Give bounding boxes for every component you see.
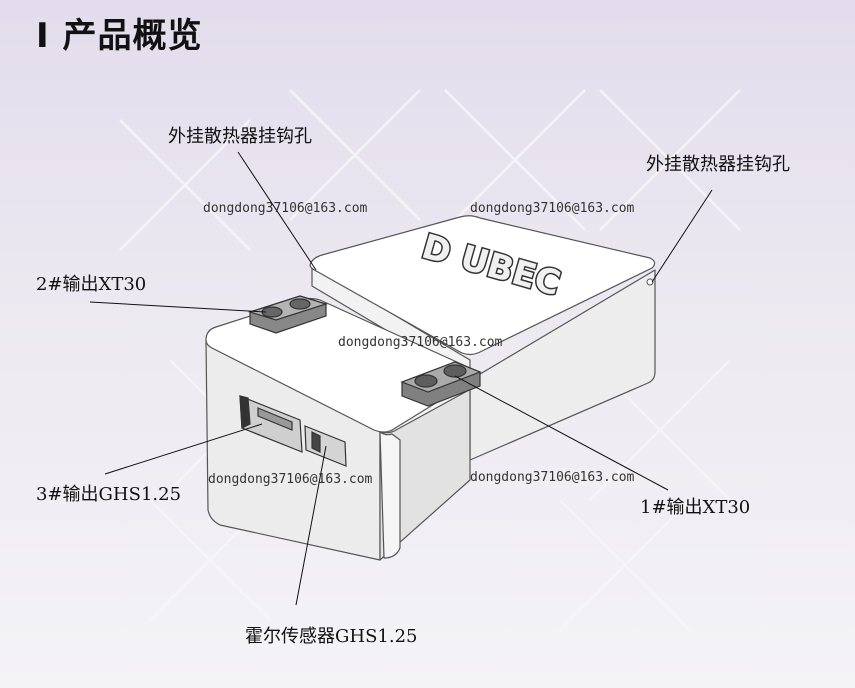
- label-hall-sensor: 霍尔传感器GHS1.25: [245, 626, 418, 647]
- label-output-3: 3#输出GHS1.25: [36, 484, 182, 505]
- hook-hole-right: [646, 278, 654, 286]
- label-output-2: 2#输出XT30: [36, 274, 147, 295]
- page-title: I 产品概览: [36, 16, 203, 56]
- label-output-1: 1#输出XT30: [640, 497, 751, 518]
- watermark-text: dongdong37106@163.com: [208, 472, 373, 487]
- watermark-text: dongdong37106@163.com: [338, 335, 503, 350]
- label-hook-hole-left: 外挂散热器挂钩孔: [168, 126, 312, 147]
- watermark-text: dongdong37106@163.com: [203, 201, 368, 216]
- watermark-text: dongdong37106@163.com: [470, 470, 635, 485]
- leader-lines: [89, 151, 713, 606]
- ghs-port-3: [239, 395, 303, 453]
- xt30-connector-2: [247, 295, 329, 334]
- xt30-connector-1: [400, 361, 482, 407]
- watermark-text: dongdong37106@163.com: [470, 201, 635, 216]
- label-hook-hole-right: 外挂散热器挂钩孔: [646, 154, 790, 175]
